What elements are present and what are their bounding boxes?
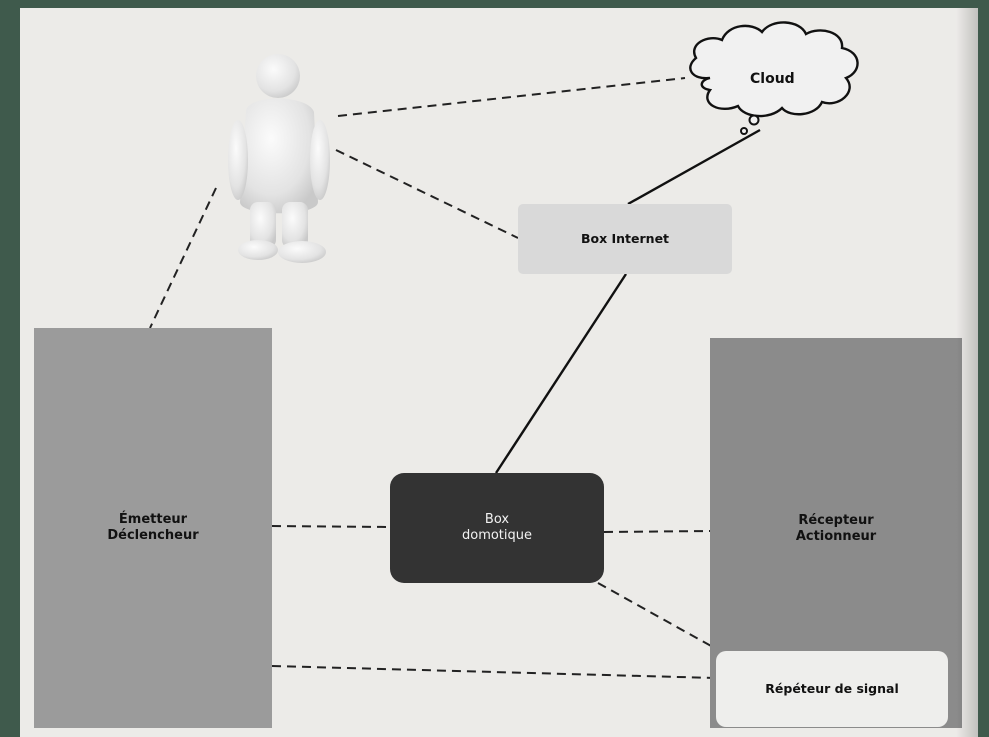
- link-cloud-box-internet: [627, 128, 761, 206]
- link-person-box-internet: [335, 149, 519, 239]
- repeteur-signal-node: Répéteur de signal: [716, 651, 948, 727]
- link-domotique-repeteur: [597, 582, 721, 652]
- cloud-label: Cloud: [750, 71, 795, 87]
- box-internet-label: Box Internet: [580, 231, 670, 247]
- connection-lines: [149, 21, 859, 679]
- link-emetteur-domotique: [271, 525, 391, 528]
- link-emetteur-repeteur: [271, 665, 717, 679]
- link-domotique-recepteur: [603, 530, 711, 533]
- box-internet-node: Box Internet: [518, 204, 732, 274]
- box-domotique-label: Box domotique: [461, 511, 533, 543]
- emetteur-declencheur-node: Émetteur Déclencheur: [34, 328, 272, 728]
- recepteur-label: Récepteur Actionneur: [795, 513, 877, 545]
- link-person-emetteur: [149, 187, 217, 329]
- diagram-page: Cloud Box Internet Émetteur Déclencheur …: [20, 8, 978, 737]
- cloud-icon: [689, 21, 859, 135]
- emetteur-label: Émetteur Déclencheur: [107, 511, 199, 543]
- box-domotique-node: Box domotique: [390, 473, 604, 583]
- repeteur-label: Répéteur de signal: [765, 681, 899, 697]
- user-figure-icon: [228, 54, 330, 263]
- link-internet-domotique: [494, 273, 628, 474]
- link-person-cloud: [337, 77, 686, 117]
